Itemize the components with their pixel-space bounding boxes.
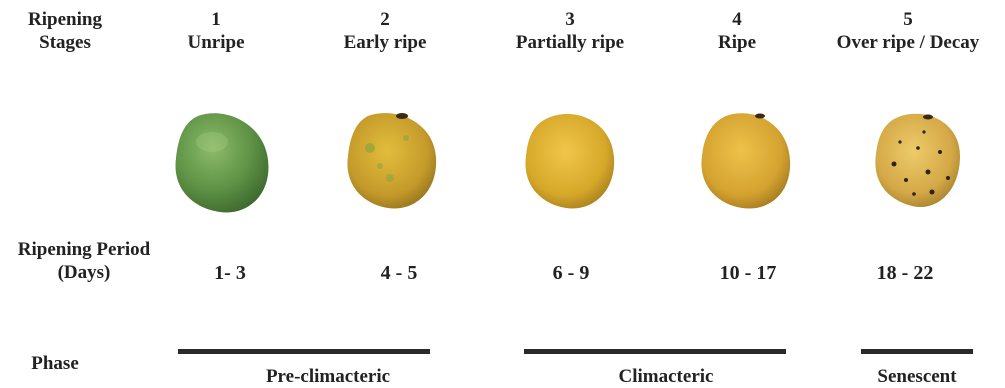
mango-stage-4-image [696,108,796,214]
stage-4-number: 4 [637,8,837,31]
phase-bar-climacteric [524,349,786,354]
stage-4-header: 4 Ripe [637,8,837,54]
stage-5-header: 5 Over ripe / Decay [808,8,1005,54]
stage-2-header: 2 Early ripe [285,8,485,54]
phase-bar-senescent [861,349,973,354]
period-stage-2: 4 - 5 [319,262,479,285]
period-stage-1: 1- 3 [150,262,310,285]
period-stage-5: 18 - 22 [825,262,985,285]
stage-5-name: Over ripe / Decay [808,31,1005,54]
stage-2-number: 2 [285,8,485,31]
phase-label: Phase [10,352,100,375]
phase-bar-pre-climacteric [178,349,430,354]
phase-name-pre-climacteric: Pre-climacteric [198,366,458,388]
mango-stage-2-image [340,108,442,214]
stage-2-name: Early ripe [285,31,485,54]
phase-name-senescent: Senescent [787,366,1005,388]
ripening-period-label: Ripening Period (Days) [4,238,164,284]
stage-4-name: Ripe [637,31,837,54]
period-stage-4: 10 - 17 [668,262,828,285]
period-stage-3: 6 - 9 [491,262,651,285]
mango-stage-5-image [870,108,966,212]
mango-stage-1-image [168,108,276,220]
ripening-stages-label: Ripening Stages [10,8,120,54]
mango-stage-3-image [520,108,620,214]
stage-5-number: 5 [808,8,1005,31]
phase-name-climacteric: Climacteric [536,366,796,388]
